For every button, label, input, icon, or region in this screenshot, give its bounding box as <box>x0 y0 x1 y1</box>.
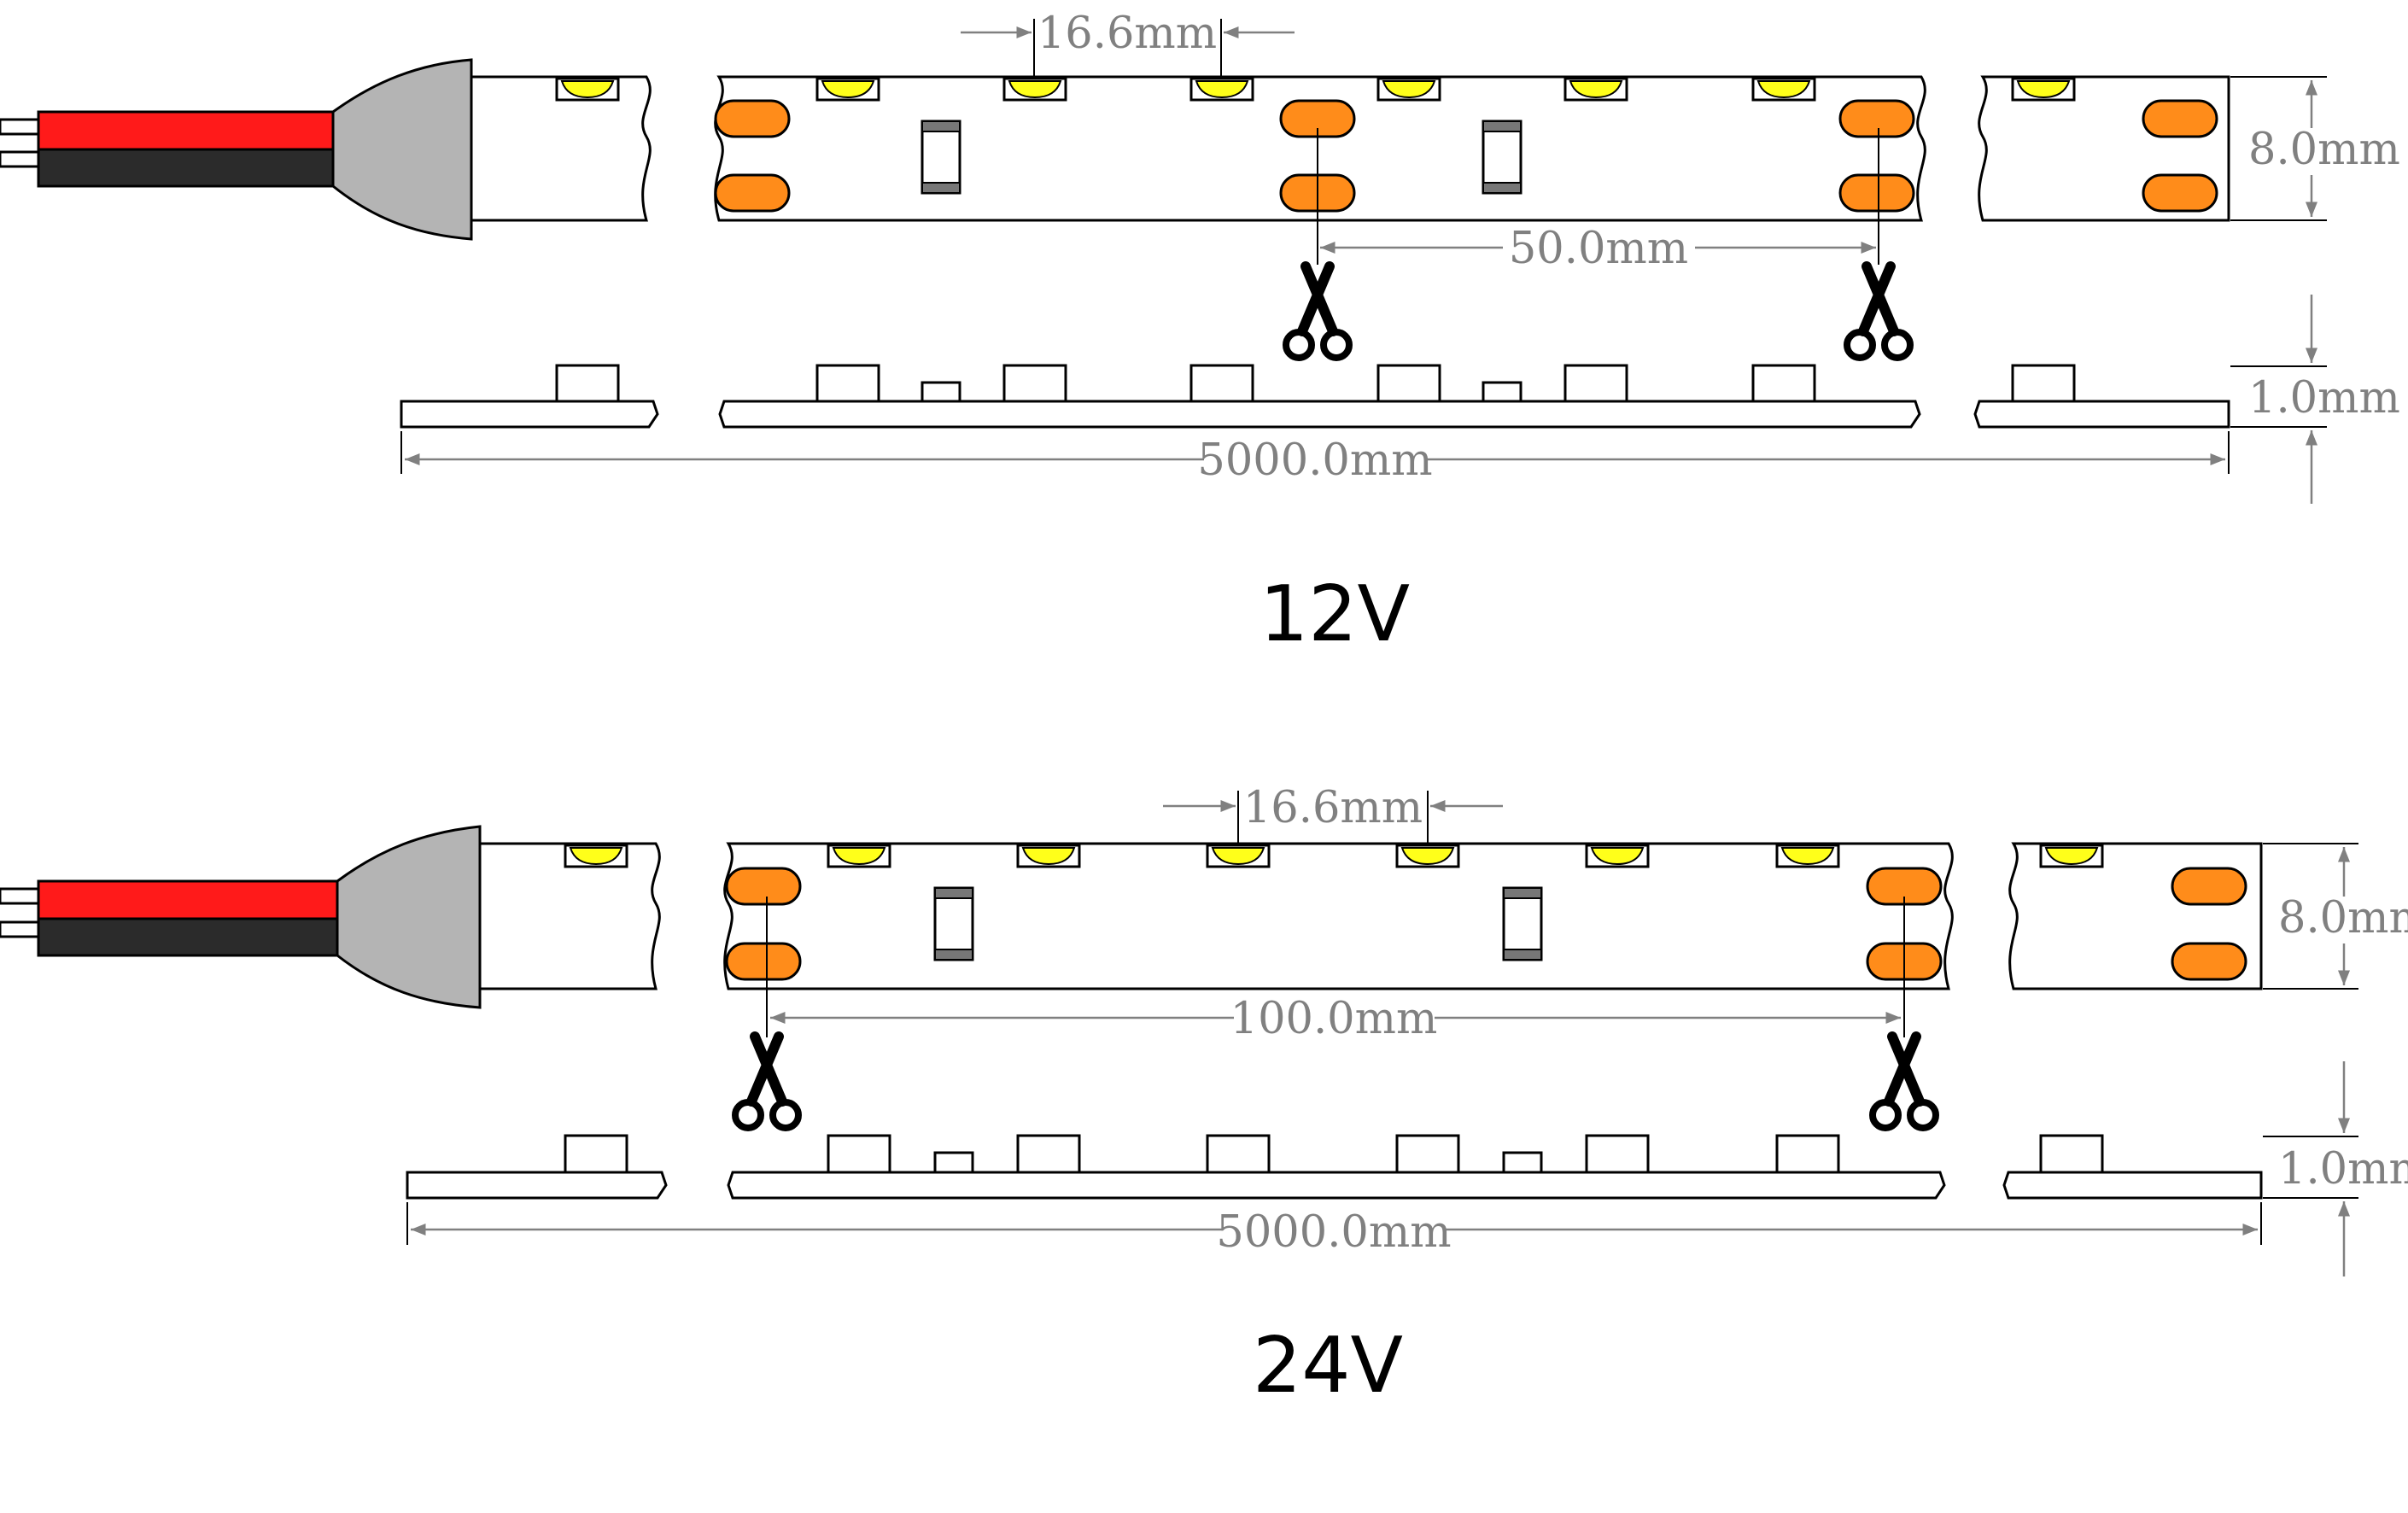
resistors <box>921 120 1523 195</box>
cut-interval-label: 100.0mm <box>1230 994 1438 1044</box>
solder-pads <box>714 99 2218 213</box>
voltage-label: 12V <box>1260 570 1410 659</box>
scissors-icon <box>1847 266 1910 358</box>
scissors-icon <box>735 1037 798 1128</box>
black-wire <box>37 917 339 957</box>
solder-pad <box>1838 173 1915 213</box>
led-chip <box>564 844 628 868</box>
strip-top-view <box>478 842 2263 990</box>
scissors-icon <box>1873 1037 1936 1128</box>
wire-connector <box>336 825 482 1009</box>
resistor <box>1502 886 1543 961</box>
led-chip <box>1376 77 1441 102</box>
solder-pad <box>2171 867 2247 906</box>
cut-interval-label: 50.0mm <box>1509 224 1688 274</box>
variant-12v: 16.6mm 50.0mm 8.0mm 1.0mm <box>0 9 2400 659</box>
resistor <box>921 120 961 195</box>
strip-thickness-label: 1.0mm <box>2278 1144 2408 1195</box>
led-chips <box>564 844 2104 868</box>
solder-pad <box>2142 173 2218 213</box>
power-wires <box>0 58 473 241</box>
led-chip <box>827 844 891 868</box>
solder-pad <box>714 99 791 138</box>
power-wires <box>0 825 482 1009</box>
resistors <box>933 886 1543 961</box>
led-chips <box>555 77 2076 102</box>
solder-pad <box>2171 942 2247 981</box>
resistor <box>933 886 974 961</box>
strip-top-view <box>470 75 2230 222</box>
solder-pad <box>725 942 802 981</box>
dim-led-pitch: 16.6mm <box>961 9 1295 79</box>
led-pitch-label: 16.6mm <box>1037 9 1217 59</box>
led-chip <box>1395 844 1460 868</box>
dim-cut-interval: 100.0mm <box>735 897 1936 1128</box>
black-wire <box>37 148 335 188</box>
strip-length-label: 5000.0mm <box>1216 1207 1451 1258</box>
dim-strip-width: 8.0mm <box>2230 76 2400 221</box>
led-pitch-label: 16.6mm <box>1243 783 1423 833</box>
red-wire <box>37 879 339 920</box>
dim-strip-thickness: 1.0mm <box>2230 295 2400 504</box>
strip-width-label: 8.0mm <box>2248 125 2400 175</box>
dim-strip-length: 5000.0mm <box>400 431 2230 486</box>
strip-thickness-label: 1.0mm <box>2248 373 2400 424</box>
solder-pad <box>725 867 802 906</box>
red-wire <box>37 110 335 151</box>
led-chip <box>1206 844 1271 868</box>
solder-pads <box>725 867 2247 981</box>
strip-side-view <box>406 1134 2263 1200</box>
wire-connector <box>331 58 473 241</box>
solder-pad <box>714 173 791 213</box>
led-chip <box>2011 77 2076 102</box>
resistor <box>1482 120 1523 195</box>
strip-length-label: 5000.0mm <box>1197 435 1432 486</box>
led-chip <box>1002 77 1067 102</box>
solder-pad <box>2142 99 2218 138</box>
led-chip <box>815 77 880 102</box>
strip-width-label: 8.0mm <box>2278 893 2408 943</box>
led-chip <box>1563 77 1628 102</box>
led-chip <box>555 77 620 102</box>
led-chip <box>1751 77 1816 102</box>
dim-strip-length: 5000.0mm <box>406 1202 2262 1258</box>
strip-side-view <box>400 364 2230 429</box>
voltage-label: 24V <box>1253 1321 1403 1411</box>
led-chip <box>1016 844 1081 868</box>
dim-strip-width: 8.0mm <box>2263 843 2408 990</box>
led-chip <box>1775 844 1840 868</box>
led-chip <box>2039 844 2104 868</box>
dim-cut-interval: 50.0mm <box>1286 128 1910 358</box>
dim-strip-thickness: 1.0mm <box>2263 1061 2408 1276</box>
scissors-icon <box>1286 266 1349 358</box>
solder-pad <box>1838 99 1915 138</box>
led-chip <box>1585 844 1650 868</box>
dim-led-pitch: 16.6mm <box>1163 783 1503 845</box>
variant-24v: 16.6mm 100.0mm 8.0mm 1.0mm <box>0 783 2408 1411</box>
led-chip <box>1189 77 1254 102</box>
